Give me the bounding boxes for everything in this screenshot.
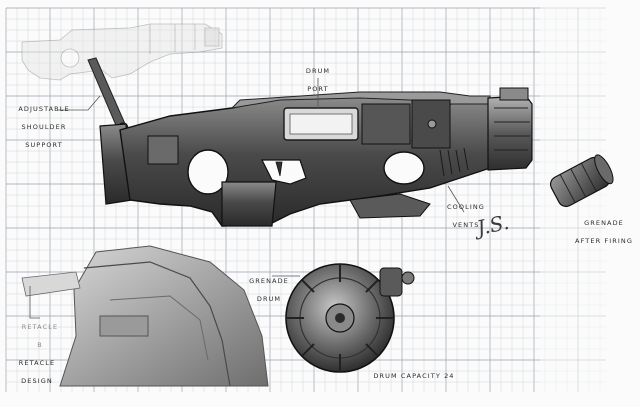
cooling-vents-label-line1: COOLING (447, 203, 485, 211)
adjustable-shoulder-support-label: ADJUSTABLE SHOULDER SUPPORT (12, 96, 76, 159)
cooling-vents-label-line2: VENTS (452, 221, 480, 229)
drum-port-label-line1: DRUM (305, 67, 331, 75)
retacle-design-label: RETACLE DESIGN (12, 350, 62, 395)
cooling-vents (439, 147, 469, 177)
drum-port-label: DRUM PORT (300, 58, 336, 103)
grenade-drum-label-line1: GRENADE (249, 277, 289, 285)
trigger (275, 161, 283, 177)
retacle-b-label-line2: B (37, 341, 43, 349)
stock-hole (187, 149, 229, 195)
grenade-drum-label: GRENADE DRUM (244, 268, 294, 313)
ghost-sketch-top (21, 23, 223, 81)
drum-port-label-line2: PORT (307, 85, 329, 93)
retacle-sketch (21, 245, 269, 387)
grenade-after-firing-label-line2: AFTER FIRING (575, 237, 633, 245)
grenade-launcher-side-view (87, 57, 533, 227)
drum-capacity-label: DRUM CAPACITY 24 (373, 372, 455, 380)
shoulder-support-label-line2: SHOULDER (21, 123, 67, 131)
shoulder-support-label-line3: SUPPORT (25, 141, 63, 149)
retacle-design-label-line2: DESIGN (21, 377, 53, 385)
paper-fade (540, 0, 640, 407)
barrel (487, 95, 533, 171)
grenade-drum-label-line2: DRUM (256, 295, 282, 303)
foregrip-hole (383, 151, 425, 185)
retacle-design-label-line1: RETACLE (18, 359, 56, 367)
cooling-vents-label: COOLING VENTS (444, 194, 488, 239)
retacle-b-label-line1: RETACLE (21, 323, 59, 331)
shoulder-support-label-line1: ADJUSTABLE (18, 105, 70, 113)
retacle-b-label: RETACLE B (18, 314, 62, 359)
grenade-after-firing-illustration (549, 154, 614, 208)
leader-lines (29, 78, 465, 319)
grenade-after-firing-label-line1: GRENADE (584, 219, 624, 227)
grenade-drum-illustration (285, 263, 415, 373)
pistol-grip (221, 181, 277, 227)
grenade-after-firing-label: GRENADE AFTER FIRING (572, 210, 636, 255)
